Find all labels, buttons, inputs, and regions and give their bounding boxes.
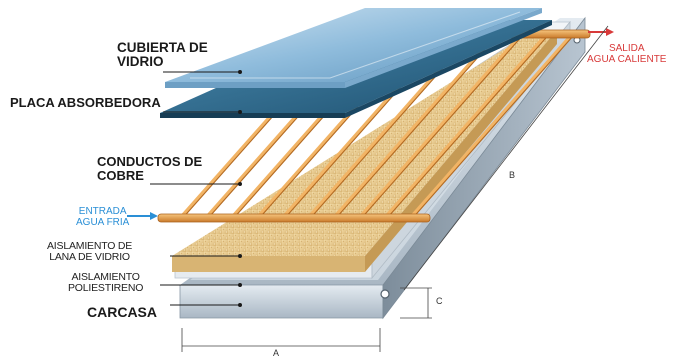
casing-side	[382, 16, 586, 320]
copper-riser	[408, 33, 574, 219]
dim-b-line	[403, 25, 609, 291]
casing-port-front	[380, 289, 390, 299]
label-salida-agua-caliente: SALIDA AGUA CALIENTE	[587, 43, 667, 65]
absorber-edge	[160, 113, 345, 118]
copper-riser	[357, 33, 523, 219]
glass-wool-front	[172, 256, 365, 272]
absorber-side	[345, 20, 552, 118]
copper-riser	[332, 33, 497, 219]
leader-lines	[150, 70, 242, 307]
glass-wool-insulation	[172, 30, 557, 272]
label-conductos-de-cobre: CONDUCTOS DE COBRE	[97, 154, 203, 183]
glass-wool-top	[172, 30, 557, 256]
dimension-label-b: B	[509, 170, 516, 180]
casing-front	[179, 284, 384, 319]
dimension-label-a: A	[273, 348, 280, 358]
dimension-label-c: C	[436, 296, 443, 306]
glass-edge	[165, 82, 345, 88]
label-aislamiento-lana-de-vidrio: AISLAMIENTO DE LANA DE VIDRIO	[47, 240, 133, 264]
label-entrada-agua-fria: ENTRADA AGUA FRIA	[76, 206, 130, 228]
glass-wool-side	[365, 30, 557, 272]
glass-shine	[190, 11, 521, 79]
label-cubierta-de-vidrio: CUBIERTA DE VIDRIO	[117, 40, 208, 70]
label-placa-absorbedora: PLACA ABSORBEDORA	[10, 95, 161, 110]
inlet-arrow	[127, 212, 158, 220]
copper-inlet-header	[157, 213, 431, 223]
copper-riser	[383, 33, 548, 219]
glass-cover	[165, 8, 542, 88]
dimension-lines	[181, 25, 609, 352]
label-carcasa: CARCASA	[87, 304, 157, 320]
glass-top	[165, 8, 542, 82]
label-aislamiento-poliestireno: AISLAMIENTO POLIESTIRENO	[68, 271, 144, 295]
glass-side	[345, 8, 542, 88]
